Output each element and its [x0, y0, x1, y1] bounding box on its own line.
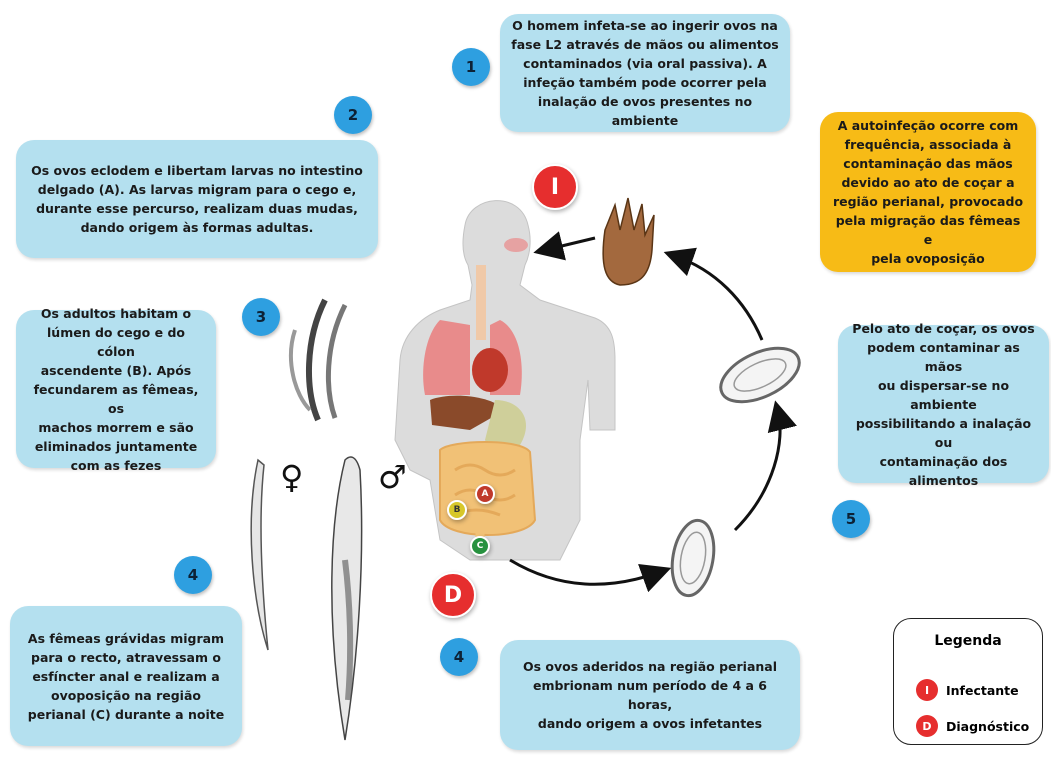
hand-illustration: [603, 198, 654, 285]
arrow-egg-to-egg: [735, 412, 780, 530]
infective-badge: I: [532, 164, 578, 210]
arrow-hand-to-body: [545, 238, 595, 250]
female-worm-illustration: [251, 460, 268, 650]
diagnostic-badge: D: [430, 572, 476, 618]
male-symbol: ♂: [378, 458, 407, 496]
step-number-3: 3: [242, 298, 280, 336]
box-step-2: Os ovos eclodem e libertam larvas no int…: [16, 140, 378, 258]
box-autoinfection: A autoinfeção ocorre com frequência, ass…: [820, 112, 1036, 272]
step-number-2: 2: [334, 96, 372, 134]
legend: Legenda I Infectante D Diagnóstico: [893, 618, 1043, 745]
legend-item-diagnostic: D Diagnóstico: [916, 715, 1029, 737]
step-number-1: 1: [452, 48, 490, 86]
box-step-1: O homem infeta-se ao ingerir ovos na fas…: [500, 14, 790, 132]
female-symbol: ♀: [280, 458, 303, 496]
legend-title: Legenda: [894, 633, 1042, 649]
egg-illustration-4: [667, 517, 720, 599]
box-step-4-bottom: Os ovos aderidos na região perianal embr…: [500, 640, 800, 750]
box-step-3: Os adultos habitam o lúmen do cego e do …: [16, 310, 216, 468]
adult-worms-illustration: [291, 300, 345, 420]
marker-a: A: [475, 484, 495, 504]
legend-diagnostic-symbol: D: [916, 715, 938, 737]
human-body-figure: [395, 201, 615, 560]
egg-illustration-5: [713, 337, 808, 412]
legend-infective-symbol: I: [916, 679, 938, 701]
step-number-4-left: 4: [174, 556, 212, 594]
box-step-5: Pelo ato de coçar, os ovos podem contami…: [838, 325, 1049, 483]
arrow-egg-to-hand: [675, 256, 762, 340]
legend-infective-label: Infectante: [946, 683, 1019, 698]
box-step-4-left: As fêmeas grávidas migram para o recto, …: [10, 606, 242, 746]
legend-item-infective: I Infectante: [916, 679, 1019, 701]
marker-c: C: [470, 536, 490, 556]
step-number-4-bottom: 4: [440, 638, 478, 676]
marker-b: B: [447, 500, 467, 520]
arrow-perianal-to-egg: [510, 560, 660, 584]
legend-diagnostic-label: Diagnóstico: [946, 719, 1029, 734]
step-number-5: 5: [832, 500, 870, 538]
